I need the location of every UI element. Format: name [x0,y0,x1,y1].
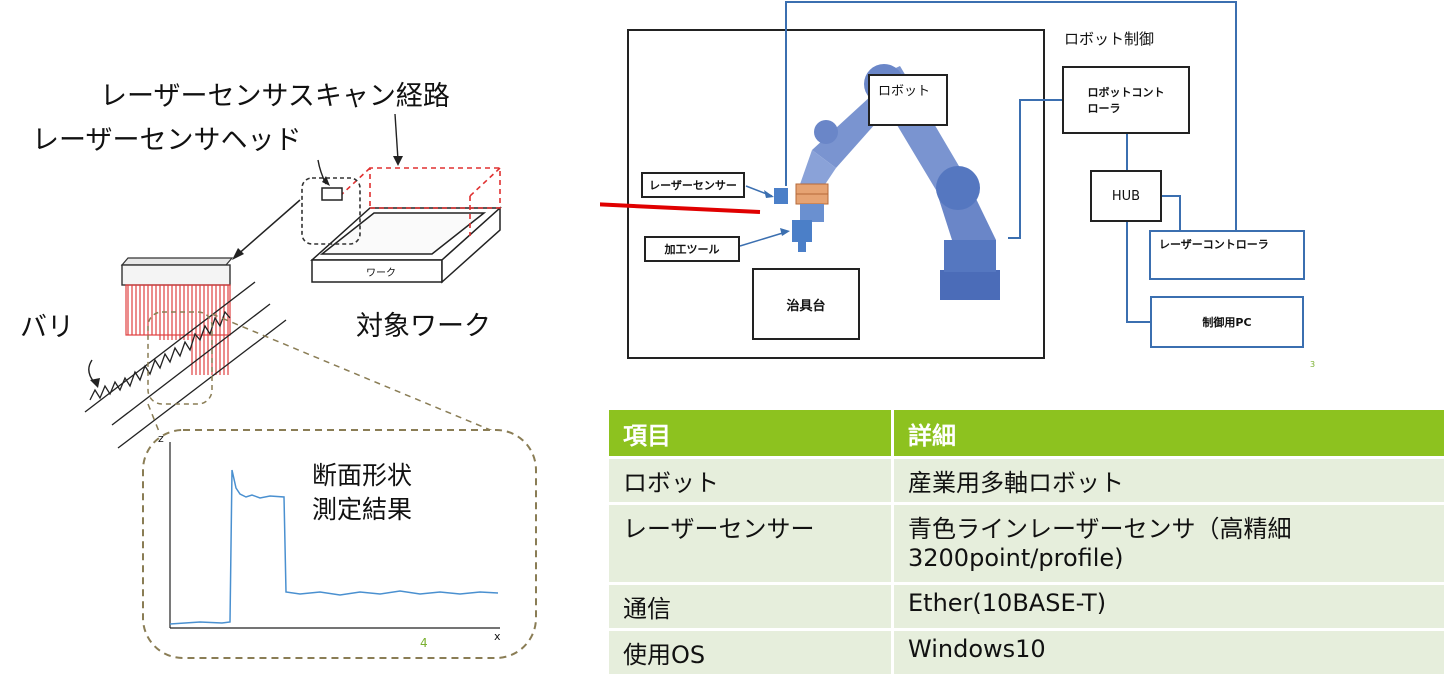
work-piece [310,206,502,284]
spec-table: 項目 詳細 ロボット 産業用多軸ロボット レーザーセンサー 青色ラインレーザーセ… [609,410,1444,674]
cell-item: 使用OS [609,628,894,674]
table-row: レーザーセンサー 青色ラインレーザーセンサ（高精細 3200point/prof… [609,502,1444,584]
page-number-3: 3 [1310,360,1316,369]
cell-detail: 産業用多軸ロボット [892,456,1444,504]
table-row: 使用OS Windows10 [609,628,1444,674]
cell-detail: Ether(10BASE-T) [892,582,1444,630]
table-header-row: 項目 詳細 [609,410,1444,458]
laser-sensor-box: レーザーセンサー [641,172,745,198]
scan-path-box [339,167,501,236]
profile-result-box [142,429,537,659]
hub-box: HUB [1090,170,1162,222]
axis-z-label: z [158,432,164,445]
sensor-head-label: レーザーセンサヘッド [32,125,302,156]
control-pc-box: 制御用PC [1150,296,1304,348]
cell-item: ロボット [609,456,894,504]
robot-controller-box: ロボットコント ローラ [1062,66,1190,134]
scan-path-label: レーザーセンサスキャン経路 [100,81,450,112]
profile-line [169,469,499,625]
profile-result-line1: 断面形状 [312,461,413,490]
cell-item: レーザーセンサー [609,502,894,584]
cell-item: 通信 [609,582,894,630]
system-diagram [600,1,1237,359]
laser-controller-box: レーザーコントローラ [1149,230,1305,280]
sensor-head [321,187,343,201]
table-row: ロボット 産業用多軸ロボット [609,456,1444,504]
tool-box: 加工ツール [644,236,740,262]
header-item: 項目 [609,410,894,458]
sensor-detail [120,257,234,375]
measurement-illustration [84,113,537,659]
burr-zigzag [89,310,231,401]
work-small-label: ワーク [366,268,396,279]
axis-x-label: x [494,630,501,643]
jig-box: 治具台 [752,268,860,340]
header-detail: 詳細 [892,410,1444,458]
bari-label: バリ [20,312,74,343]
sensor-head-zoom [301,177,361,245]
profile-result-line2: 測定結果 [312,495,413,524]
page-number-4: 4 [420,636,428,650]
robot-box: ロボット [868,74,948,126]
robot-control-label: ロボット制御 [1064,30,1155,48]
table-row: 通信 Ether(10BASE-T) [609,582,1444,630]
target-work-label: 対象ワーク [356,311,491,342]
cell-detail: Windows10 [892,628,1444,674]
cell-detail: 青色ラインレーザーセンサ（高精細 3200point/profile) [892,502,1444,584]
